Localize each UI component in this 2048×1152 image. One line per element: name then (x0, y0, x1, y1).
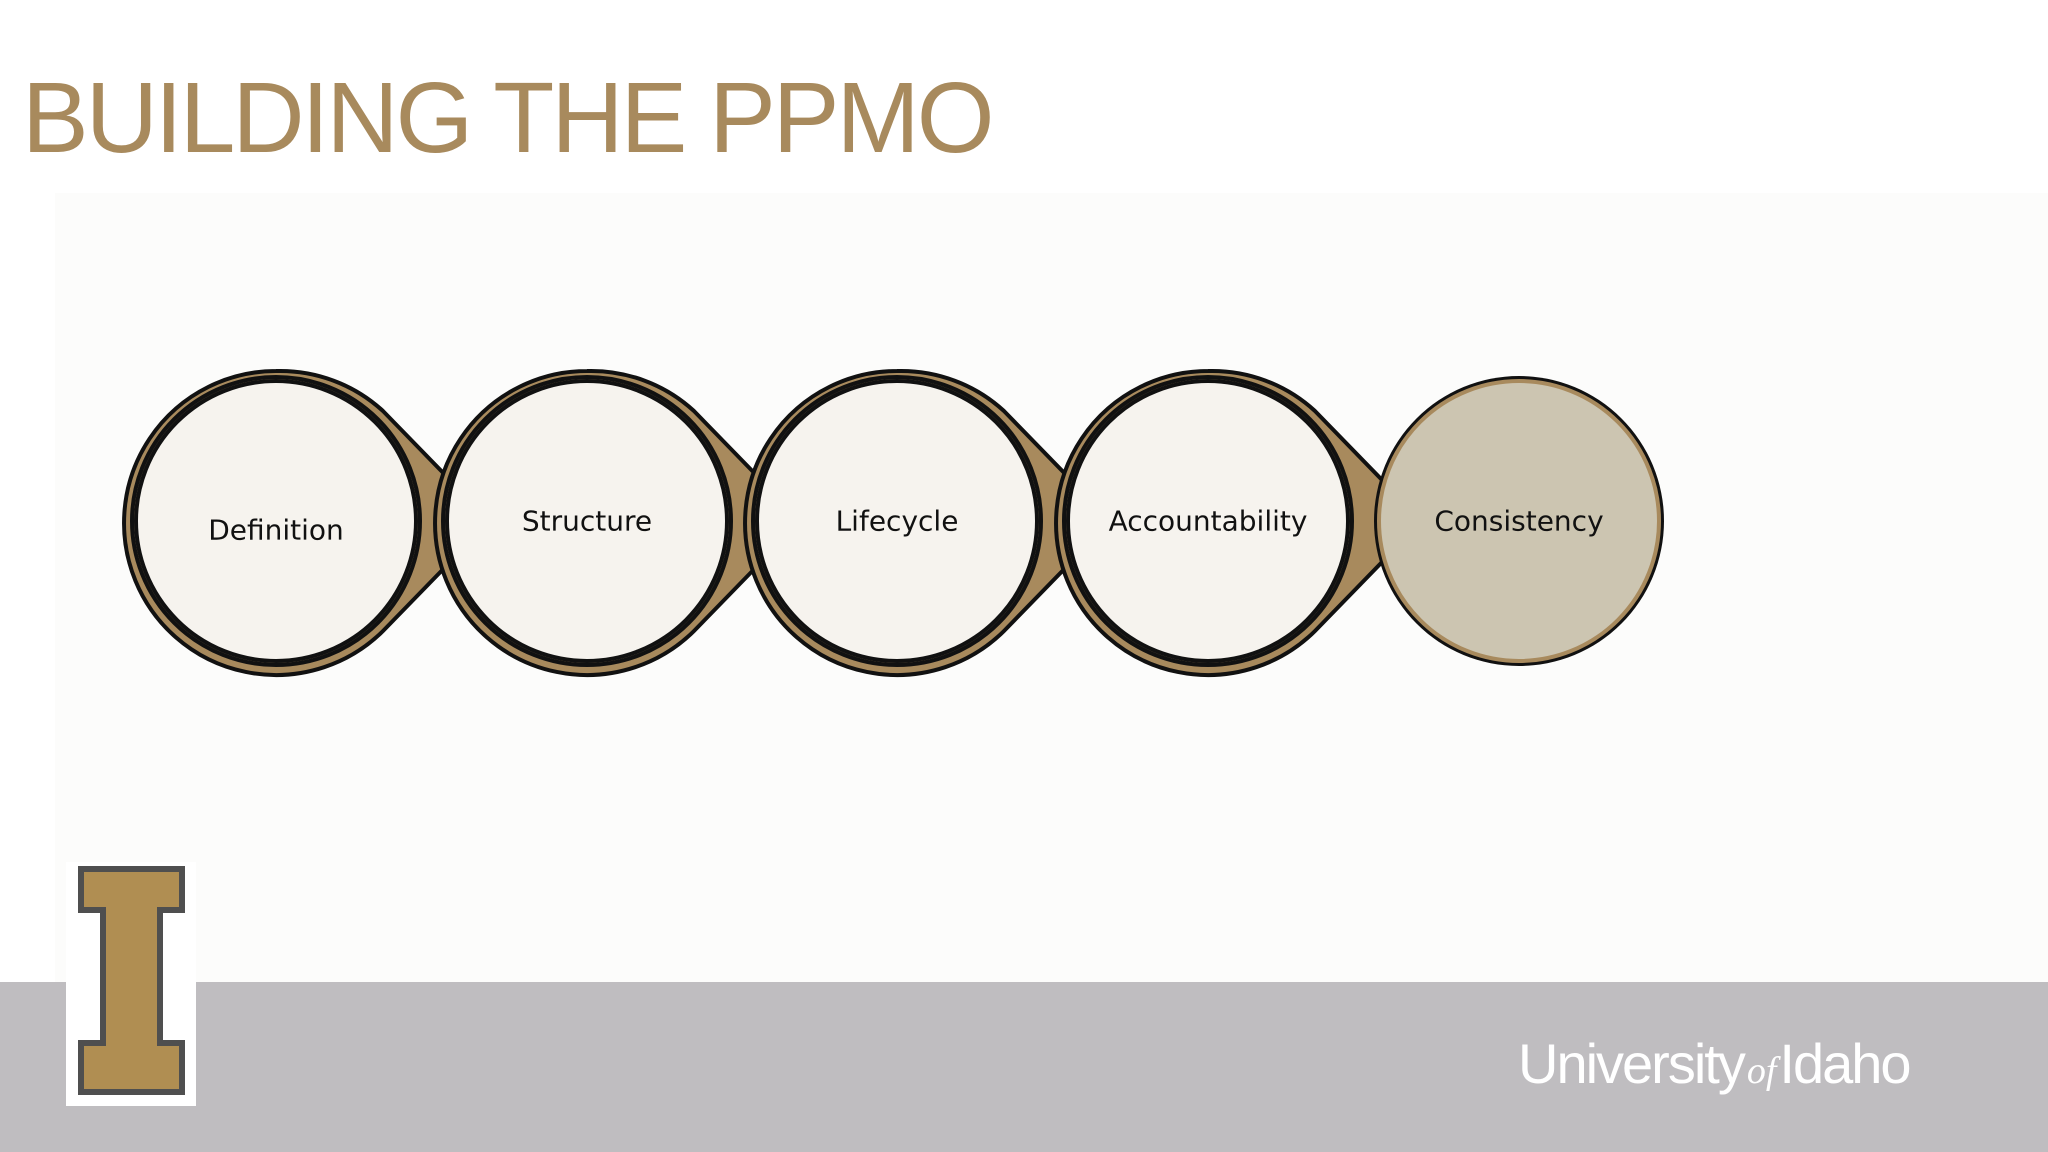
step-label-consistency: Consistency (1434, 504, 1604, 538)
step-label-lifecycle: Lifecycle (835, 504, 959, 538)
step-label-accountability: Accountability (1108, 504, 1308, 538)
footer-bar (0, 982, 2048, 1152)
university-wordmark: UniversityofIdaho (1518, 1036, 1912, 1092)
process-step-accountability (1054, 368, 1425, 677)
wordmark-idaho: Idaho (1779, 1032, 1911, 1095)
process-step-lifecycle (743, 368, 1114, 677)
process-step-definition (122, 368, 493, 677)
slide-title: BUILDING THE PPMO (22, 62, 995, 174)
process-step-structure (433, 368, 804, 677)
process-step-consistency (1374, 376, 1664, 666)
wordmark-of: of (1746, 1050, 1777, 1092)
wordmark-university: University (1518, 1032, 1746, 1095)
step-label-definition: Definition (208, 513, 344, 547)
step-label-structure: Structure (521, 504, 653, 538)
